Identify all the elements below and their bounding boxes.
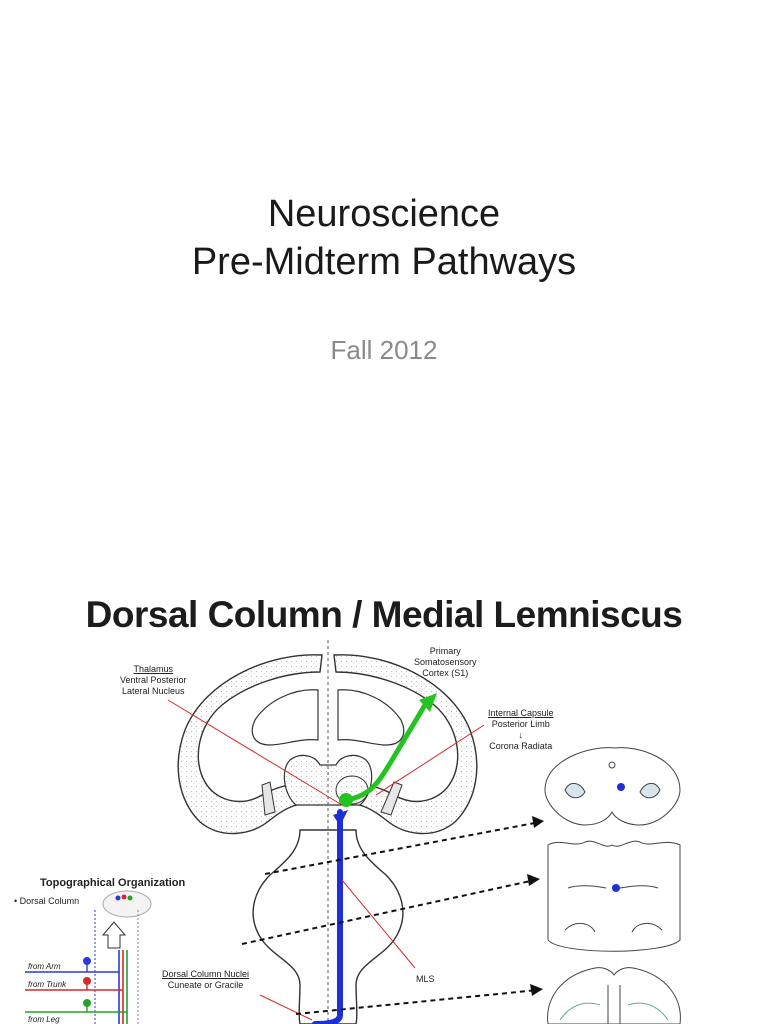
label-thalamus-line1: Ventral Posterior xyxy=(120,675,187,685)
pointer-thalamus xyxy=(167,699,343,806)
pathway-upper xyxy=(343,697,431,803)
label-cortex-line3: Cortex (S1) xyxy=(422,668,469,678)
brain-left-inner-fold xyxy=(251,689,319,746)
label-cortex-line2: Somatosensory xyxy=(414,657,477,667)
pathway-upper-arrow xyxy=(419,693,437,712)
label-capsule-arrow: ↓ xyxy=(518,730,524,740)
pointer-dcn xyxy=(259,994,313,1021)
pointer-capsule xyxy=(375,724,485,796)
brainstem xyxy=(252,829,404,1024)
label-dcn-head: Dorsal Column Nuclei xyxy=(162,969,250,979)
label-thalamus-line2: Lateral Nucleus xyxy=(122,686,185,696)
cross-section-middle xyxy=(547,840,681,952)
title-line-2: Pre-Midterm Pathways xyxy=(191,241,577,283)
title-line-1: Neuroscience xyxy=(267,193,501,235)
topo-title: Topographical Organization xyxy=(40,877,186,889)
level-arrow-3-head xyxy=(530,984,543,996)
topo-up-arrow xyxy=(101,921,127,949)
level-arrow-2-head xyxy=(527,874,540,886)
pathway-upper-origin xyxy=(339,793,353,807)
label-capsule-line2: Corona Radiata xyxy=(489,741,553,751)
capsule-right xyxy=(380,781,403,816)
topo-cord xyxy=(102,890,152,918)
brain-right-inner-fold xyxy=(337,689,405,746)
slide-title: Neuroscience Pre-Midterm Pathways xyxy=(0,190,768,286)
capsule-left xyxy=(261,781,276,816)
topo-from-leg: from Leg xyxy=(28,1015,60,1024)
topo-from-arm: from Arm xyxy=(28,962,61,971)
label-dcn-line1: Cuneate or Gracile xyxy=(167,980,244,990)
brain-left-hemisphere xyxy=(177,654,323,835)
topo-from-trunk: from Trunk xyxy=(28,980,67,989)
label-cortex-line1: Primary xyxy=(429,646,461,656)
level-arrow-1-head xyxy=(532,816,544,828)
label-capsule-head: Internal Capsule xyxy=(488,708,554,718)
label-thalamus-head: Thalamus xyxy=(133,664,174,674)
topo-inset xyxy=(25,890,152,1024)
cross-section-lower xyxy=(547,967,681,1024)
topo-item-dorsal-column: • Dorsal Column xyxy=(14,896,80,906)
label-capsule-line1: Posterior Limb xyxy=(491,719,550,729)
pointer-mls xyxy=(341,879,416,969)
label-thalamus: Thalamus Ventral Posterior Lateral Nucle… xyxy=(120,664,187,697)
pathway-lower-arrow xyxy=(333,810,348,826)
level-arrow-1 xyxy=(264,821,541,875)
level-arrow-2 xyxy=(241,879,536,945)
level-arrow-3 xyxy=(295,989,539,1015)
slide-subtitle: Fall 2012 xyxy=(330,335,438,365)
label-mls: MLS xyxy=(416,974,435,984)
cross-section-upper xyxy=(544,747,681,826)
label-dcn: Dorsal Column Nuclei Cuneate or Gracile xyxy=(162,969,249,991)
label-cortex: Primary Somatosensory Cortex (S1) xyxy=(414,646,477,679)
diagram-title: Dorsal Column / Medial Lemniscus xyxy=(85,594,683,635)
label-capsule: Internal Capsule Posterior Limb ↓ Corona… xyxy=(488,708,554,752)
